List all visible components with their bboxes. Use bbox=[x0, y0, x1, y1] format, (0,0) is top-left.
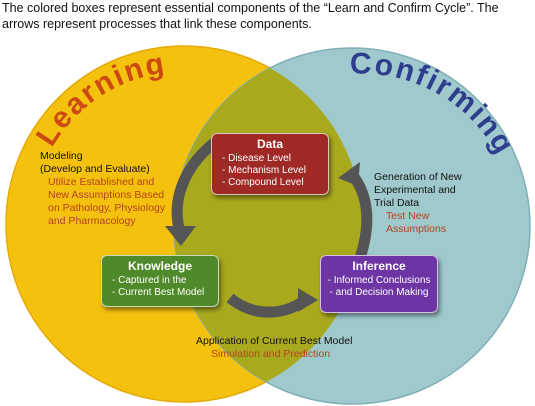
data-box-title: Data bbox=[256, 137, 283, 151]
generation-detail-2: Assumptions bbox=[386, 223, 447, 235]
generation-title-2: Experimental and bbox=[374, 184, 456, 196]
generation-title-3: Trial Data bbox=[374, 197, 420, 209]
modeling-title: Modeling bbox=[40, 150, 83, 162]
data-item: Mechanism Level bbox=[222, 165, 328, 177]
data-item: Disease Level bbox=[222, 153, 328, 165]
inference-box: Inference Informed Conclusions and Decis… bbox=[320, 255, 438, 313]
knowledge-box-title: Knowledge bbox=[127, 259, 192, 273]
inference-item-text: and Decision Making bbox=[335, 287, 429, 298]
modeling-detail-3: on Pathology, Physiology bbox=[48, 202, 166, 214]
knowledge-box: Knowledge Captured in the Current Best M… bbox=[101, 255, 219, 307]
arrowheads bbox=[165, 162, 360, 312]
modeling-detail-1: Utilize Established and bbox=[48, 176, 155, 188]
modeling-detail-2: New Assumptions Based bbox=[48, 189, 165, 201]
generation-label: Generation of New Experimental and Trial… bbox=[374, 171, 494, 236]
arrow-data-to-knowledge bbox=[171, 137, 219, 234]
data-box: Data Disease Level Mechanism Level Compo… bbox=[211, 133, 329, 195]
inference-box-title: Inference bbox=[352, 259, 406, 273]
knowledge-item: Current Best Model bbox=[112, 287, 218, 299]
caption: The colored boxes represent essential co… bbox=[2, 1, 499, 31]
inference-item: Informed Conclusions bbox=[325, 275, 433, 287]
modeling-subtitle: (Develop and Evaluate) bbox=[40, 163, 150, 175]
knowledge-item: Captured in the bbox=[112, 275, 218, 287]
arrowhead-inference bbox=[298, 288, 318, 312]
arrowhead-data bbox=[338, 162, 360, 186]
application-label: Application of Current Best Model Simula… bbox=[196, 335, 396, 361]
data-item: Compound Level bbox=[222, 177, 328, 189]
inference-item-cont: and Decision Making bbox=[325, 287, 433, 299]
generation-title-1: Generation of New bbox=[374, 171, 462, 183]
application-title: Application of Current Best Model bbox=[196, 335, 353, 347]
modeling-label: Modeling (Develop and Evaluate) Utilize … bbox=[40, 150, 190, 228]
arrowhead-knowledge bbox=[165, 226, 196, 246]
generation-detail-1: Test New bbox=[386, 210, 430, 222]
application-detail: Simulation and Prediction bbox=[211, 348, 331, 360]
modeling-detail-4: and Pharmacology bbox=[48, 215, 136, 227]
